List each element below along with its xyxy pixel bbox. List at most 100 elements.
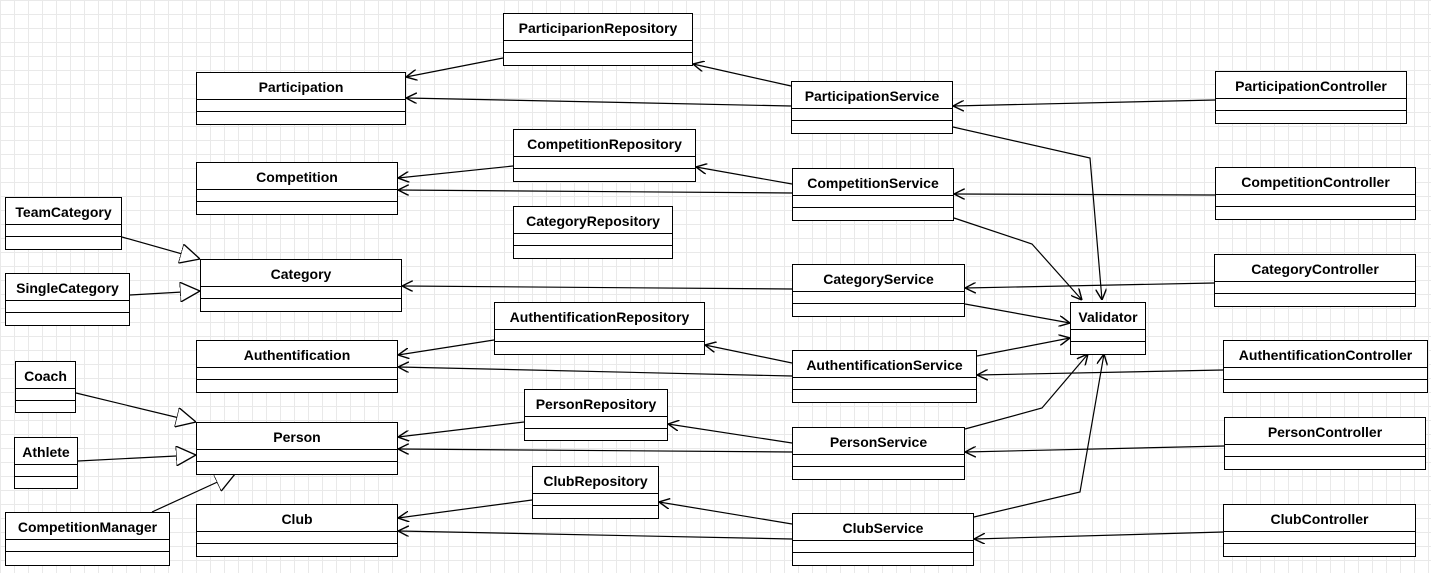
class-authentification-repository[interactable]: AuthentificationRepository xyxy=(494,302,705,355)
operations-section xyxy=(6,237,121,248)
edge-participationcontroller-participationservice xyxy=(953,99,1216,106)
class-authentification-service[interactable]: AuthentificationService xyxy=(792,350,977,403)
edge-personcontroller-personservice xyxy=(965,445,1225,452)
class-name: CompetitionManager xyxy=(6,513,169,540)
edge-athlete-person xyxy=(77,455,196,461)
class-name: ParticiparionRepository xyxy=(504,14,692,41)
edge-personservice-personrepository xyxy=(668,424,793,444)
edge-competitionrepository-competition xyxy=(398,165,514,178)
operations-section xyxy=(793,390,976,401)
attributes-section xyxy=(525,417,667,429)
class-category[interactable]: Category xyxy=(200,259,402,312)
class-name: CategoryController xyxy=(1215,255,1415,282)
class-participation-service[interactable]: ParticipationService xyxy=(791,81,953,134)
class-name: ParticipationController xyxy=(1216,72,1406,99)
operations-section xyxy=(793,467,964,478)
class-authentification-controller[interactable]: AuthentificationController xyxy=(1223,340,1428,393)
attributes-section xyxy=(6,540,169,552)
operations-section xyxy=(201,299,401,310)
attributes-section xyxy=(793,455,964,467)
class-category-controller[interactable]: CategoryController xyxy=(1214,254,1416,307)
class-name: CategoryService xyxy=(793,265,964,292)
class-name: ClubController xyxy=(1224,505,1415,532)
class-competition-manager[interactable]: CompetitionManager xyxy=(5,512,170,566)
operations-section xyxy=(525,429,667,440)
operations-section xyxy=(197,544,397,555)
edge-personrepository-person xyxy=(398,421,525,437)
operations-section xyxy=(197,202,397,213)
class-single-category[interactable]: SingleCategory xyxy=(5,273,130,326)
attributes-section xyxy=(15,465,77,477)
class-validator[interactable]: Validator xyxy=(1070,302,1146,355)
edge-personservice-validator xyxy=(964,354,1088,430)
class-competition-service[interactable]: CompetitionService xyxy=(792,168,954,221)
edge-authentificationservice-validator xyxy=(976,338,1070,357)
attributes-section xyxy=(1215,282,1415,294)
attributes-section xyxy=(1071,330,1145,342)
class-person-service[interactable]: PersonService xyxy=(792,427,965,480)
class-category-repository[interactable]: CategoryRepository xyxy=(513,206,673,259)
attributes-section xyxy=(197,100,405,112)
operations-section xyxy=(793,208,953,219)
class-name: Person xyxy=(197,423,397,450)
class-participarion-repository[interactable]: ParticiparionRepository xyxy=(503,13,693,66)
class-coach[interactable]: Coach xyxy=(15,361,76,413)
class-competition-repository[interactable]: CompetitionRepository xyxy=(513,129,696,182)
attributes-section xyxy=(1216,99,1406,111)
class-person[interactable]: Person xyxy=(196,422,398,475)
operations-section xyxy=(15,477,77,488)
edge-competitionservice-competitionrepository xyxy=(696,167,793,185)
class-club[interactable]: Club xyxy=(196,504,398,557)
class-authentification[interactable]: Authentification xyxy=(196,340,398,393)
class-club-controller[interactable]: ClubController xyxy=(1223,504,1416,557)
class-team-category[interactable]: TeamCategory xyxy=(5,197,122,250)
class-club-repository[interactable]: ClubRepository xyxy=(532,466,659,519)
edge-competitionservice-validator xyxy=(953,217,1082,300)
operations-section xyxy=(197,462,397,473)
edge-participationservice-participation xyxy=(406,98,792,107)
class-name: AuthentificationController xyxy=(1224,341,1427,368)
attributes-section xyxy=(533,494,658,506)
class-category-service[interactable]: CategoryService xyxy=(792,264,965,317)
operations-section xyxy=(197,380,397,391)
class-name: AuthentificationService xyxy=(793,351,976,378)
edge-coach-person xyxy=(75,392,196,422)
operations-section xyxy=(793,304,964,315)
operations-section xyxy=(514,169,695,180)
attributes-section xyxy=(6,301,129,313)
class-participation-controller[interactable]: ParticipationController xyxy=(1215,71,1407,124)
attributes-section xyxy=(793,541,973,553)
class-competition[interactable]: Competition xyxy=(196,162,398,215)
attributes-section xyxy=(793,378,976,390)
edge-clubservice-validator xyxy=(973,354,1104,518)
edge-participationservice-validator xyxy=(952,126,1102,300)
operations-section xyxy=(1224,544,1415,555)
operations-section xyxy=(16,401,75,412)
edge-singlecategory-category xyxy=(129,291,200,295)
attributes-section xyxy=(495,330,704,342)
edge-authentificationservice-authentificationrepository xyxy=(705,345,793,364)
edge-categoryservice-category xyxy=(402,286,793,289)
class-athlete[interactable]: Athlete xyxy=(14,437,78,489)
attributes-section xyxy=(514,234,672,246)
class-name: TeamCategory xyxy=(6,198,121,225)
edge-clubservice-club xyxy=(398,531,793,540)
class-competition-controller[interactable]: CompetitionController xyxy=(1215,167,1416,220)
edge-personservice-person xyxy=(398,449,793,452)
edge-participarionrepository-participation xyxy=(406,57,504,77)
edge-authentificationrepository-authentification xyxy=(398,339,495,355)
class-name: PersonRepository xyxy=(525,390,667,417)
class-club-service[interactable]: ClubService xyxy=(792,513,974,566)
class-person-repository[interactable]: PersonRepository xyxy=(524,389,668,441)
class-name: AuthentificationRepository xyxy=(495,303,704,330)
attributes-section xyxy=(1225,445,1425,457)
attributes-section xyxy=(793,196,953,208)
class-name: ParticipationService xyxy=(792,82,952,109)
edge-teamcategory-category xyxy=(121,236,200,259)
class-person-controller[interactable]: PersonController xyxy=(1224,417,1426,470)
class-participation[interactable]: Participation xyxy=(196,72,406,125)
operations-section xyxy=(495,342,704,353)
class-name: Athlete xyxy=(15,438,77,465)
